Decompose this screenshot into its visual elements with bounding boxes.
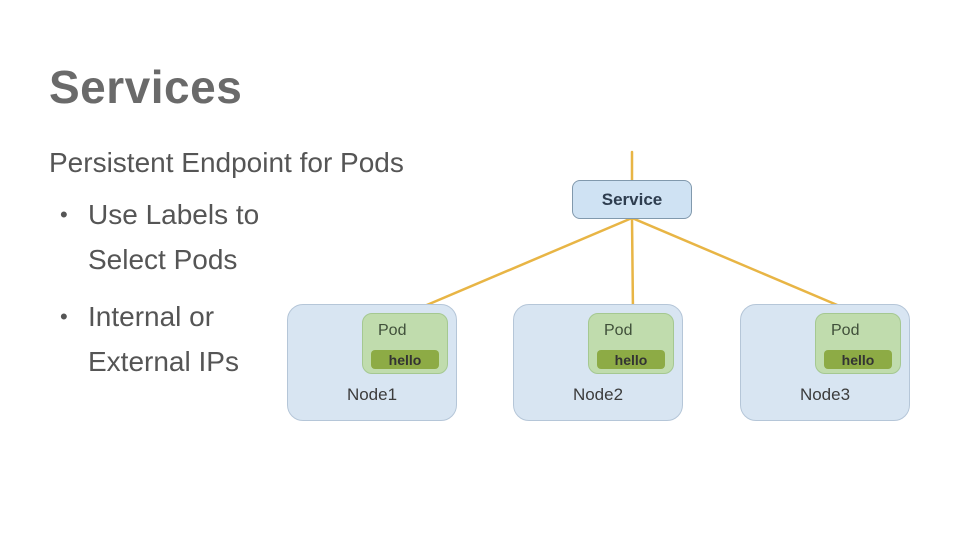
node3-box: Pod hello Node3 (740, 304, 910, 421)
slide-subtitle: Persistent Endpoint for Pods (49, 147, 404, 178)
pod-label: Pod (604, 322, 633, 339)
service-to-pod3-line (630, 216, 858, 315)
pod-box: Pod hello (588, 313, 674, 374)
bullet-text: Use Labels to Select Pods (88, 192, 259, 282)
page-title: Services (49, 61, 243, 113)
bullet-item-internal-external-ips: • Internal or External IPs (49, 294, 259, 384)
service-to-pod2-line (630, 216, 635, 315)
bullet-line: External IPs (88, 346, 239, 377)
bullet-line: Select Pods (88, 244, 238, 275)
bullet-list: • Use Labels to Select Pods • Internal o… (49, 192, 259, 396)
container-badge: hello (371, 350, 439, 369)
pod-label: Pod (378, 322, 407, 339)
bullet-line: Internal or (88, 301, 215, 332)
node-label: Node3 (799, 385, 851, 404)
container-badge: hello (824, 350, 892, 369)
container-badge: hello (597, 350, 665, 369)
bullet-marker: • (60, 304, 68, 329)
node-label: Node1 (346, 385, 398, 404)
pod-box: Pod hello (815, 313, 901, 374)
node1-box: Pod hello Node1 (287, 304, 457, 421)
bullet-text: Internal or External IPs (88, 294, 239, 384)
node-label: Node2 (572, 385, 624, 404)
pod-label: Pod (831, 322, 860, 339)
service-to-pod1-line (406, 216, 634, 315)
bullet-item-use-labels: • Use Labels to Select Pods (49, 192, 259, 282)
node2-box: Pod hello Node2 (513, 304, 683, 421)
service-box: Service (572, 180, 692, 219)
bullet-marker: • (60, 202, 68, 227)
service-label: Service (601, 189, 663, 209)
pod-box: Pod hello (362, 313, 448, 374)
bullet-line: Use Labels to (88, 199, 260, 230)
